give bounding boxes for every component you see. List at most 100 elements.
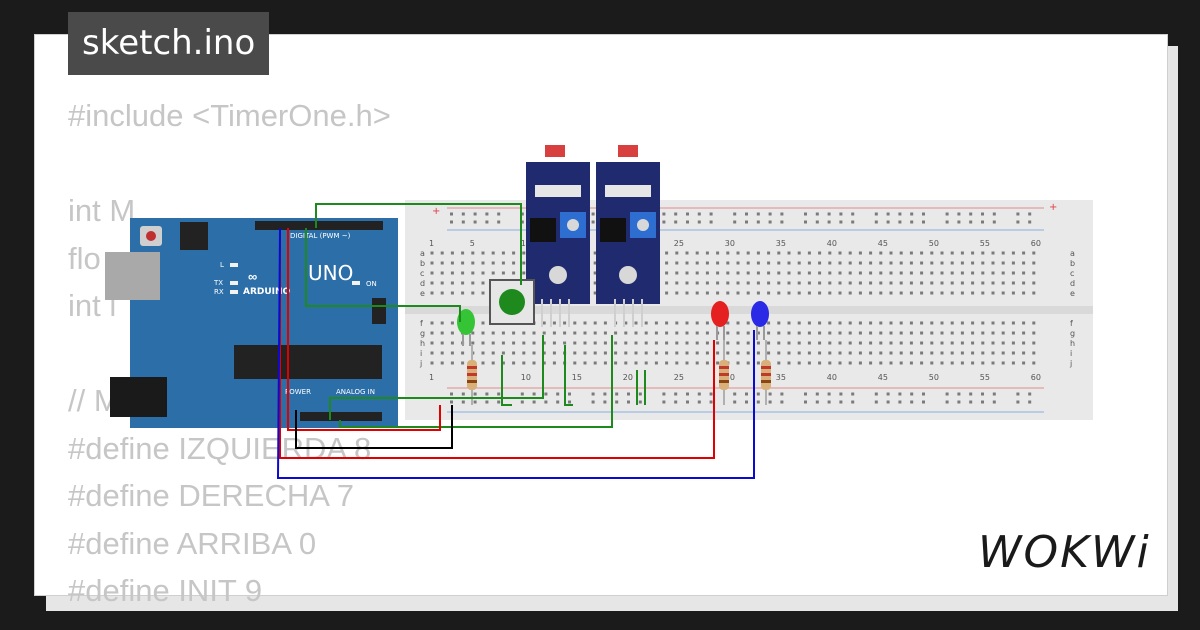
ldr-module-2[interactable]	[596, 145, 660, 327]
breadboard-hole	[450, 251, 454, 255]
led-blue[interactable]	[751, 301, 769, 340]
breadboard-hole	[777, 361, 781, 365]
rail-hole	[780, 220, 784, 224]
column-number: 25	[674, 373, 684, 382]
breadboard-hole	[736, 261, 740, 265]
breadboard-hole	[705, 281, 709, 285]
rail-hole	[898, 212, 902, 216]
resistor[interactable]	[719, 340, 729, 405]
analog-header-label: ANALOG IN	[336, 388, 375, 396]
code-line: flo	[68, 240, 101, 276]
breadboard-hole	[614, 351, 618, 355]
rail-hole	[756, 212, 760, 216]
breadboard-hole	[787, 331, 791, 335]
code-line: #define INIT 9	[68, 573, 263, 608]
breadboard-hole	[807, 261, 811, 265]
file-tab[interactable]: sketch.ino	[68, 12, 270, 75]
breadboard-hole	[818, 321, 822, 325]
breadboard-hole	[450, 331, 454, 335]
breadboard-hole	[838, 321, 842, 325]
rail-hole	[461, 392, 465, 396]
breadboard-hole	[818, 291, 822, 295]
breadboard-hole	[848, 331, 852, 335]
breadboard-hole	[440, 351, 444, 355]
icsp2-header	[180, 222, 208, 250]
breadboard-hole	[522, 251, 526, 255]
breadboard-hole	[501, 341, 505, 345]
breadboard-hole	[828, 361, 832, 365]
breadboard-hole	[797, 251, 801, 255]
breadboard-hole	[909, 331, 913, 335]
breadboard-hole	[726, 331, 730, 335]
breadboard-hole	[981, 261, 985, 265]
rail-hole	[745, 392, 748, 396]
breadboard-hole	[736, 281, 740, 285]
breadboard-hole	[440, 331, 444, 335]
breadboard-hole	[665, 341, 669, 345]
breadboard-hole	[471, 281, 475, 285]
led-green[interactable]	[457, 309, 475, 346]
rail-hole	[756, 392, 760, 396]
led-red[interactable]	[711, 301, 729, 340]
breadboard-hole	[960, 291, 964, 295]
breadboard-hole	[1022, 291, 1026, 295]
breadboard-hole	[440, 251, 444, 255]
breadboard-hole	[991, 351, 995, 355]
breadboard-hole	[481, 321, 485, 325]
breadboard-hole	[797, 271, 801, 275]
column-number: 5	[470, 239, 475, 248]
photoresistor-sensor	[619, 266, 637, 284]
breadboard-hole	[930, 341, 934, 345]
rail-hole	[851, 392, 855, 396]
resistor[interactable]	[761, 340, 771, 405]
tx-led	[230, 281, 238, 285]
rail-hole	[1028, 220, 1032, 224]
rail-hole	[686, 212, 689, 216]
column-number: 35	[776, 373, 786, 382]
breadboard-hole	[654, 361, 658, 365]
breadboard-hole	[746, 331, 750, 335]
arduino-uno[interactable]: ∞ UNO ARDUINO DIGITAL (PWM ~) POWER ANAL…	[105, 218, 398, 428]
rail-hole	[733, 400, 737, 404]
rail-hole	[745, 212, 748, 216]
potentiometer-knob	[567, 219, 579, 231]
ldr-module-1[interactable]	[526, 145, 590, 327]
breadboard-hole	[787, 261, 791, 265]
breadboard-hole	[746, 291, 750, 295]
rail-hole	[898, 392, 902, 396]
code-line: #include <TimerOne.h>	[68, 98, 391, 133]
rail-hole	[969, 220, 973, 224]
breadboard-hole	[552, 321, 556, 325]
row-letter: e	[1070, 289, 1075, 298]
breadboard-hole	[838, 341, 842, 345]
breadboard-hole	[756, 281, 760, 285]
breadboard-hole	[950, 341, 954, 345]
breadboard-hole	[716, 251, 720, 255]
breadboard-hole	[522, 331, 526, 335]
pushbutton-cap	[499, 289, 525, 315]
breadboard-hole	[981, 361, 985, 365]
breadboard-hole	[675, 341, 679, 345]
breadboard-hole	[603, 361, 607, 365]
rail-hole	[709, 212, 713, 216]
breadboard-hole	[603, 351, 607, 355]
rail-hole	[1016, 220, 1020, 224]
breadboard-hole	[920, 271, 924, 275]
breadboard-hole	[920, 291, 924, 295]
breadboard-hole	[685, 251, 689, 255]
rail-hole	[1028, 212, 1032, 216]
rail-hole	[497, 212, 501, 216]
wire-green	[315, 203, 522, 285]
pushbutton[interactable]	[489, 279, 535, 325]
breadboard-hole	[593, 341, 597, 345]
breadboard-hole	[695, 291, 699, 295]
breadboard-hole	[634, 341, 638, 345]
breadboard-hole	[960, 341, 964, 345]
photoresistor-icon	[545, 145, 565, 157]
breadboard-hole	[471, 291, 475, 295]
resistor[interactable]	[467, 345, 477, 405]
breadboard-hole	[971, 321, 975, 325]
breadboard-hole	[430, 341, 434, 345]
breadboard-hole	[471, 271, 475, 275]
breadboard-hole	[461, 351, 465, 355]
